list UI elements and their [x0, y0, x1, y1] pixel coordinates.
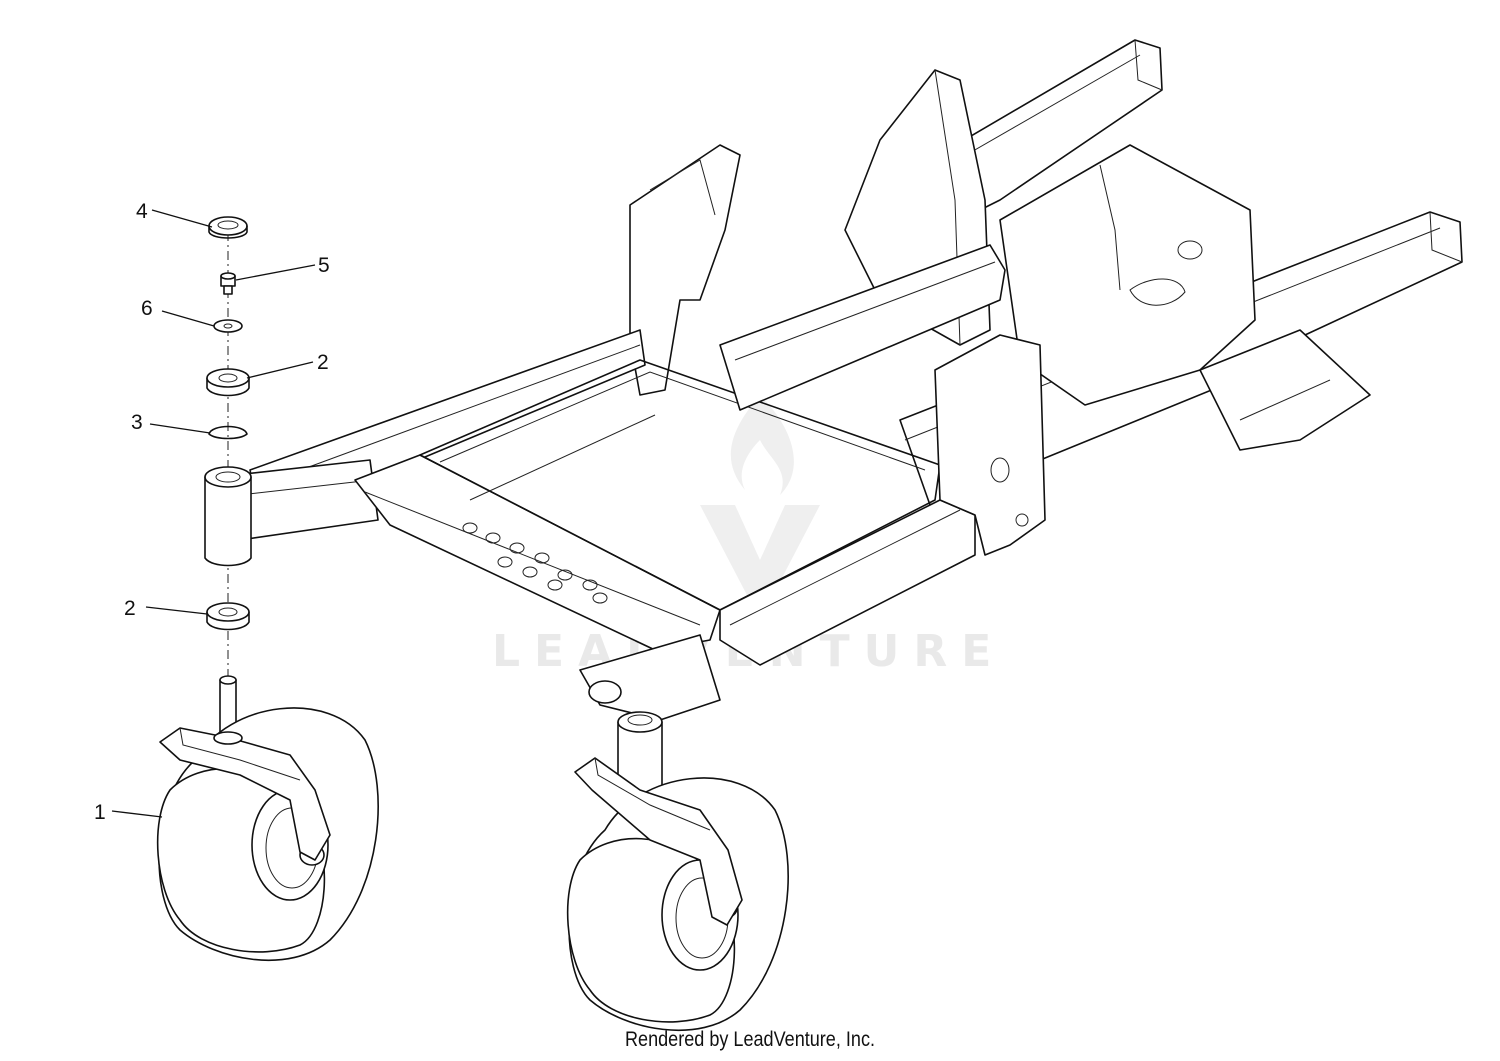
part-2-upper-bearing: [206, 368, 250, 397]
spindle-housing: [204, 466, 252, 567]
chassis-frame: [234, 39, 1463, 721]
callout-5: 5: [318, 254, 330, 277]
part-6-washer: [213, 319, 243, 333]
callout-2-lower: 2: [124, 597, 136, 620]
callout-1: 1: [94, 801, 106, 824]
callout-2-upper: 2: [317, 351, 329, 374]
part-4-dust-cap: [208, 216, 248, 239]
exploded-caster-assembly: [156, 216, 379, 962]
callout-leaders: [111, 209, 316, 818]
cross-plate-holes: [462, 522, 608, 604]
part-1-caster-wheel: [156, 675, 379, 962]
part-3-seal: [208, 425, 248, 440]
watermark-v-icon: [700, 505, 820, 620]
callout-4: 4: [136, 200, 148, 223]
callout-3: 3: [131, 411, 143, 434]
callout-6: 6: [141, 297, 153, 320]
callout-labels: 4 5 6 2 3 2 1: [94, 200, 330, 824]
part-5-bolt: [220, 272, 236, 295]
render-credit: Rendered by LeadVenture, Inc.: [624, 1028, 876, 1051]
watermark-flame-icon: [730, 395, 794, 495]
right-caster-wheel: [566, 711, 789, 1032]
part-2-lower-bearing: [206, 602, 250, 631]
